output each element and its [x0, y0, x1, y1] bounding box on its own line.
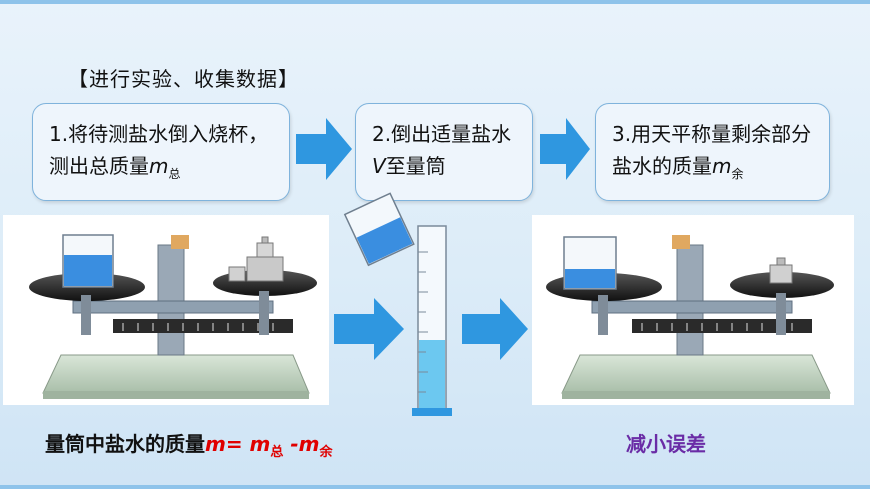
- formula-expr-b: -m: [283, 432, 320, 456]
- reduce-error-label: 减小误差: [626, 432, 706, 456]
- mass-formula: 量筒中盐水的质量m= m总 -m余: [45, 428, 333, 460]
- formula-sub-b: 余: [319, 445, 333, 460]
- graduated-cylinder-icon: [412, 225, 452, 416]
- pouring-beaker-icon: [343, 192, 415, 267]
- formula-sub-a: 总: [270, 445, 284, 460]
- step-2-text-b: 至量筒: [385, 154, 446, 178]
- balance-full-panel: [3, 215, 329, 405]
- step-3-text: 3.用天平称量剩余部分盐水的质量: [612, 122, 812, 178]
- step-1-sub: 总: [168, 167, 181, 181]
- arrow-step2-to-step3: [540, 118, 590, 180]
- step-box-1: 1.将待测盐水倒入烧杯，测出总质量m总: [32, 103, 290, 201]
- step-1-text: 1.将待测盐水倒入烧杯，测出总质量: [49, 122, 269, 178]
- balance-full-illustration: [29, 234, 317, 399]
- bottom-stripe: [0, 485, 870, 489]
- section-title: 【进行实验、收集数据】: [68, 67, 299, 91]
- arrow-to-balance-remaining: [462, 298, 528, 360]
- arrow-to-cylinder: [334, 298, 404, 360]
- step-2-var: V: [372, 154, 386, 178]
- formula-label: 量筒中盐水的质量: [45, 432, 205, 456]
- balance-remaining-illustration: [546, 235, 834, 399]
- balance-remaining-panel: [532, 215, 854, 405]
- top-stripe: [0, 0, 870, 4]
- step-3-sub: 余: [731, 167, 744, 181]
- pointer-scale: [171, 235, 189, 249]
- step-1-var: m: [149, 154, 169, 178]
- step-3-var: m: [712, 154, 732, 178]
- step-box-3: 3.用天平称量剩余部分盐水的质量m余: [595, 103, 830, 201]
- arrow-step1-to-step2: [296, 118, 352, 180]
- formula-expr-a: m= m: [205, 432, 271, 456]
- step-box-2: 2.倒出适量盐水 V至量筒: [355, 103, 533, 201]
- step-2-text-a: 2.倒出适量盐水: [372, 122, 512, 146]
